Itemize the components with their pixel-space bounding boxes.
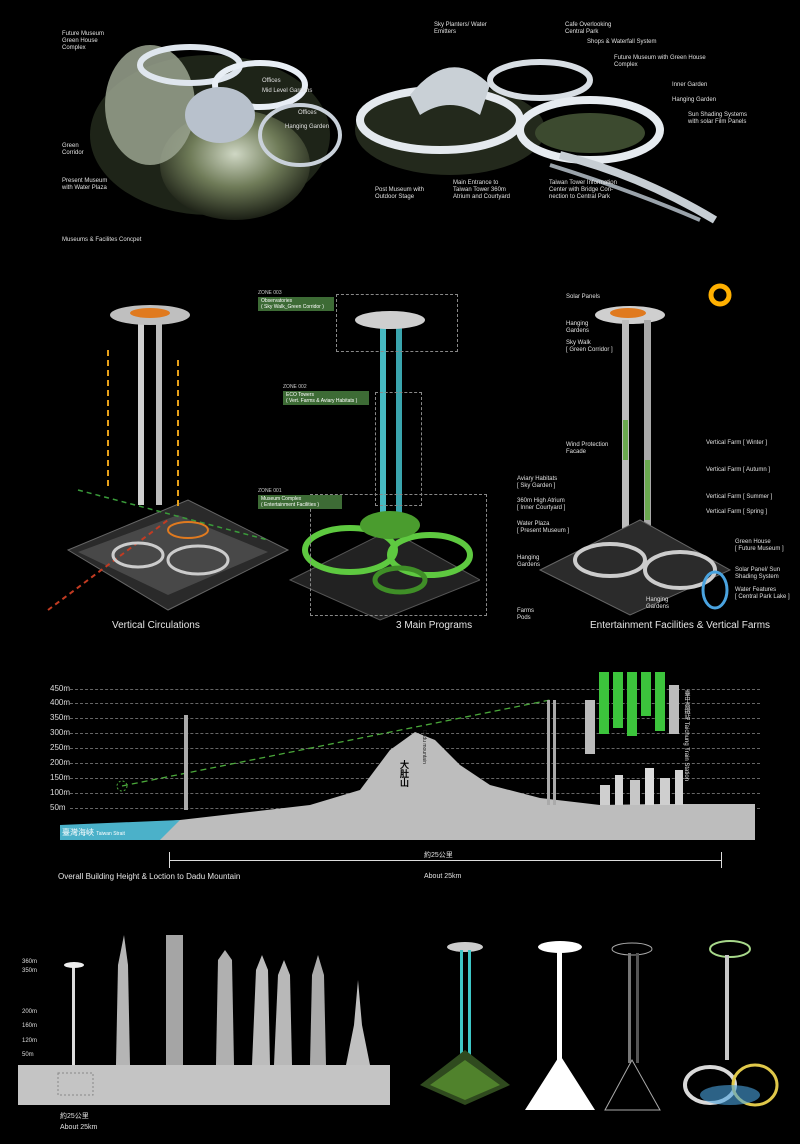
- mountain-label-en: Dadu mountain: [421, 730, 427, 764]
- label-offices-b: Offices: [298, 110, 317, 116]
- label-hanging-garden-right: Hanging Garden: [672, 97, 717, 103]
- label-info-center: Taiwan Tower Information Center with Bri…: [549, 180, 617, 200]
- label-aviary: Aviary Habitats [ Sky Garden ]: [517, 476, 558, 489]
- label-future-museum: Future Museum Green House Complex: [62, 31, 105, 51]
- mountain-label: 大肚山: [399, 760, 409, 787]
- museum-render-left: [90, 44, 342, 220]
- label-vf-summer: Vertical Farm [ Summer ]: [706, 494, 773, 500]
- label-post-museum: Post Museum with Outdoor Stage: [375, 187, 425, 200]
- label-present-museum: Present Museum with Water Plaza: [62, 178, 108, 191]
- section4-distance-cn: 約25公里: [60, 1113, 89, 1120]
- label-vf-winter: Vertical Farm [ Winter ]: [706, 440, 768, 446]
- label-farms-pods: Farms Pods: [517, 608, 534, 621]
- station-label: 臺中高鐵站 Taichung Train Station: [683, 690, 689, 782]
- ruler-label: 120m: [22, 1038, 38, 1044]
- zone-002-tag: ECO Towers ( Vert. Farms & Aviary Habita…: [283, 391, 369, 405]
- zone-003-title: ZONE 003: [258, 290, 282, 296]
- label-cafe: Cafe Overlooking Central Park: [565, 22, 612, 35]
- distance-tick: [721, 852, 722, 868]
- section4-distance-en: About 25km: [60, 1124, 98, 1131]
- label-sky-walk: Sky Walk [ Green Corridor ]: [566, 340, 613, 353]
- ruler-label: 160m: [22, 1023, 38, 1029]
- museum-render-right: [355, 59, 718, 224]
- vertical-circulation-diagram: [47, 305, 290, 611]
- tag-green-3: [627, 672, 637, 736]
- zone-002-box: [375, 392, 422, 506]
- tag-grey-2: [669, 685, 679, 734]
- tag-green-2: [613, 672, 623, 728]
- label-hanging-gardens-2: Hanging Gardens: [517, 555, 541, 568]
- label-main-entrance: Main Entrance to Taiwan Tower 360m Atriu…: [453, 180, 511, 200]
- zone-001-box: [310, 494, 487, 616]
- caption-vertical-circulations: Vertical Circulations: [112, 620, 200, 631]
- label-water-plaza: Water Plaza [ Present Museum ]: [517, 521, 570, 534]
- label-green-corridor: Green Corridor: [62, 143, 84, 156]
- caption-facilities: Entertainment Facilities & Vertical Farm…: [590, 620, 771, 631]
- zone-002-title: ZONE 002: [283, 384, 307, 390]
- label-vf-autumn: Vertical Farm [ Autumn ]: [706, 467, 771, 473]
- skyline-comparison: [18, 935, 390, 1105]
- distance-en: About 25km: [424, 873, 462, 880]
- distance-line: [169, 860, 721, 861]
- distance-tick: [169, 852, 170, 868]
- distance-cn: 約25公里: [424, 852, 453, 859]
- ruler-label: 250m: [50, 743, 71, 752]
- vertical-farms-diagram: [538, 283, 732, 616]
- label-shops: Shops & Waterfall System: [587, 39, 657, 45]
- label-hanging-gardens-1: Hanging Gardens: [566, 321, 590, 334]
- ruler-label: 50m: [22, 1052, 34, 1058]
- main-programs-diagram: [288, 311, 480, 621]
- ruler-label: 360m: [22, 959, 38, 965]
- zone-001-title: ZONE 001: [258, 488, 282, 494]
- label-atrium: 360m High Atrium [ Inner Courtyard ]: [517, 498, 566, 511]
- section1-caption: Museums & Facilites Concpet: [62, 237, 142, 243]
- label-hanging-gardens-3: Hanging Gardens: [646, 597, 670, 610]
- ruler-label: 200m: [22, 1009, 38, 1015]
- label-sky-planters: Sky Planters/ Water Emitters: [434, 22, 487, 35]
- zone-003-tag: Observatories ( Sky Walk_Green Corridor …: [258, 297, 334, 311]
- tag-green-5: [655, 672, 665, 731]
- zone-003-box: [336, 294, 458, 352]
- ruler-label: 50m: [50, 803, 66, 812]
- ruler-label: 350m: [22, 968, 38, 974]
- label-vf-spring: Vertical Farm [ Spring ]: [706, 509, 768, 515]
- ruler-label: 150m: [50, 773, 71, 782]
- label-greenhouse: Green House [ Future Museum ]: [735, 539, 784, 552]
- tower-variants: [420, 940, 779, 1111]
- label-future-museum-right: Future Museum with Green House Complex: [614, 55, 706, 68]
- tag-green-1: [599, 672, 609, 734]
- label-mid-level-gardens: Mid Level Gardens: [262, 88, 313, 94]
- ruler-label: 100m: [50, 788, 71, 797]
- label-sun-shading: Sun Shading Systems with solar Film Pane…: [688, 112, 748, 125]
- strait-label: 臺灣海峽 Taiwan Strait: [62, 828, 125, 838]
- section3-caption: Overall Building Height & Loction to Dad…: [58, 872, 241, 881]
- label-hanging-garden: Hanging Garden: [285, 124, 330, 130]
- label-inner-garden: Inner Garden: [672, 82, 708, 88]
- label-solar-sun: Solar Panel/ Sun Shading System: [735, 567, 781, 580]
- zone-001-tag: Museum Complex ( Entertainment Facilitie…: [258, 495, 342, 509]
- ruler-label: 350m: [50, 713, 71, 722]
- label-water-features: Water Features [ Central Park Lake ]: [735, 587, 790, 600]
- tag-green-4: [641, 672, 651, 716]
- terrain-section: [60, 699, 755, 840]
- ruler-label: 400m: [50, 698, 71, 707]
- ruler-label: 450m: [50, 684, 71, 693]
- tag-grey-1: [585, 700, 595, 754]
- label-solar-panels: Solar Panels: [566, 294, 601, 300]
- ruler-label: 300m: [50, 728, 71, 737]
- label-offices-a: Offices: [262, 78, 281, 84]
- caption-main-programs: 3 Main Programs: [396, 620, 473, 631]
- label-wind-protection: Wind Protection Facade: [566, 442, 609, 455]
- ruler-label: 200m: [50, 758, 71, 767]
